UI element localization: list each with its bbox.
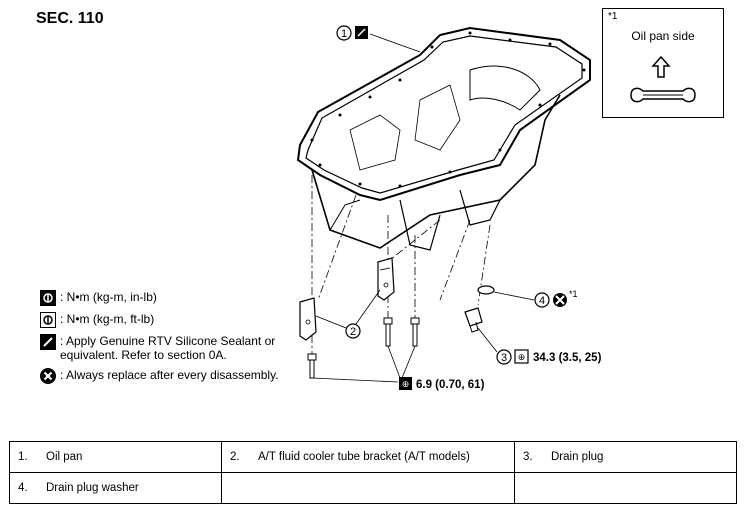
bracket-lower [299, 297, 317, 341]
legend-text: : Apply Genuine RTV Silicone Sealant or … [60, 334, 276, 362]
bracket-upper [377, 257, 395, 301]
callout-4-star: *1 [569, 289, 578, 299]
oil-pan-diagram: 1 2 ⊕ 6.9 (0.70, 61) 4 [296, 25, 602, 391]
part-name: A/T fluid cooler tube bracket (A/T model… [258, 451, 470, 463]
inset-gasket-drawing [630, 55, 696, 103]
callout-3-label: 3 [501, 352, 507, 364]
legend-row: : Apply Genuine RTV Silicone Sealant or … [40, 334, 280, 362]
table-cell [221, 472, 515, 504]
legend-row: : N•m (kg-m, ft-lb) [40, 312, 280, 328]
torque-in-lb-icon [40, 290, 56, 306]
bolt [307, 353, 317, 361]
replace-icon [40, 368, 56, 384]
sealant-icon [40, 334, 56, 350]
table-row: 1. Oil pan 2. A/T fluid cooler tube bracke… [9, 441, 737, 473]
torque-ft-lb-icon [514, 349, 529, 364]
part-number: 1. [18, 451, 28, 463]
table-cell [514, 472, 737, 504]
callout-2-label: 2 [350, 326, 356, 338]
table-cell: 3. Drain plug [514, 441, 737, 473]
bolt [383, 317, 393, 325]
callout-3 [496, 349, 512, 365]
legend-row: : N•m (kg-m, in-lb) [40, 290, 280, 306]
table-row: 4. Drain plug washer [9, 472, 737, 504]
part-number: 2. [230, 451, 240, 463]
legend-text: : Always replace after every disassembly… [60, 368, 279, 382]
svg-text:⊕: ⊕ [402, 379, 410, 389]
legend-row: : Always replace after every disassembly… [40, 368, 280, 384]
legend-text: : N•m (kg-m, ft-lb) [60, 312, 155, 326]
up-arrow-icon [651, 55, 671, 78]
section-title: SEC. 110 [36, 10, 104, 27]
part-number: 4. [18, 482, 28, 494]
legend: : N•m (kg-m, in-lb) : N•m (kg-m, ft-lb) … [40, 290, 280, 390]
callout-4 [534, 292, 550, 308]
parts-table: 1. Oil pan 2. A/T fluid cooler tube bracke… [9, 441, 737, 504]
drain-plug [464, 307, 483, 327]
torque-ft-lb-icon [40, 312, 56, 328]
inset-oil-pan-side: *1 Oil pan side [602, 8, 724, 118]
torque-ft-lb-icon [399, 377, 412, 390]
table-cell: 1. Oil pan [9, 441, 222, 473]
callout-2 [345, 323, 361, 339]
inset-label: Oil pan side [631, 29, 695, 43]
part-name: Drain plug washer [46, 482, 139, 494]
drain-plug-washer [477, 285, 495, 295]
bolt [410, 317, 420, 325]
part-name: Oil pan [46, 451, 83, 463]
callout-1 [336, 25, 352, 41]
torque-drain-value: 34.3 (3.5, 25) [533, 352, 602, 364]
table-cell: 4. Drain plug washer [9, 472, 222, 504]
part-name: Drain plug [551, 451, 604, 463]
svg-text:⊕: ⊕ [518, 352, 526, 362]
callout-4-label: 4 [539, 295, 545, 307]
callout-1-label: 1 [341, 28, 347, 40]
oil-pan-flange [296, 26, 591, 202]
legend-text: : N•m (kg-m, in-lb) [60, 290, 157, 304]
torque-bolts-value: 6.9 (0.70, 61) [416, 379, 485, 391]
table-cell: 2. A/T fluid cooler tube bracket (A/T mod… [221, 441, 515, 473]
inset-star: *1 [608, 11, 618, 22]
part-number: 3. [523, 451, 533, 463]
